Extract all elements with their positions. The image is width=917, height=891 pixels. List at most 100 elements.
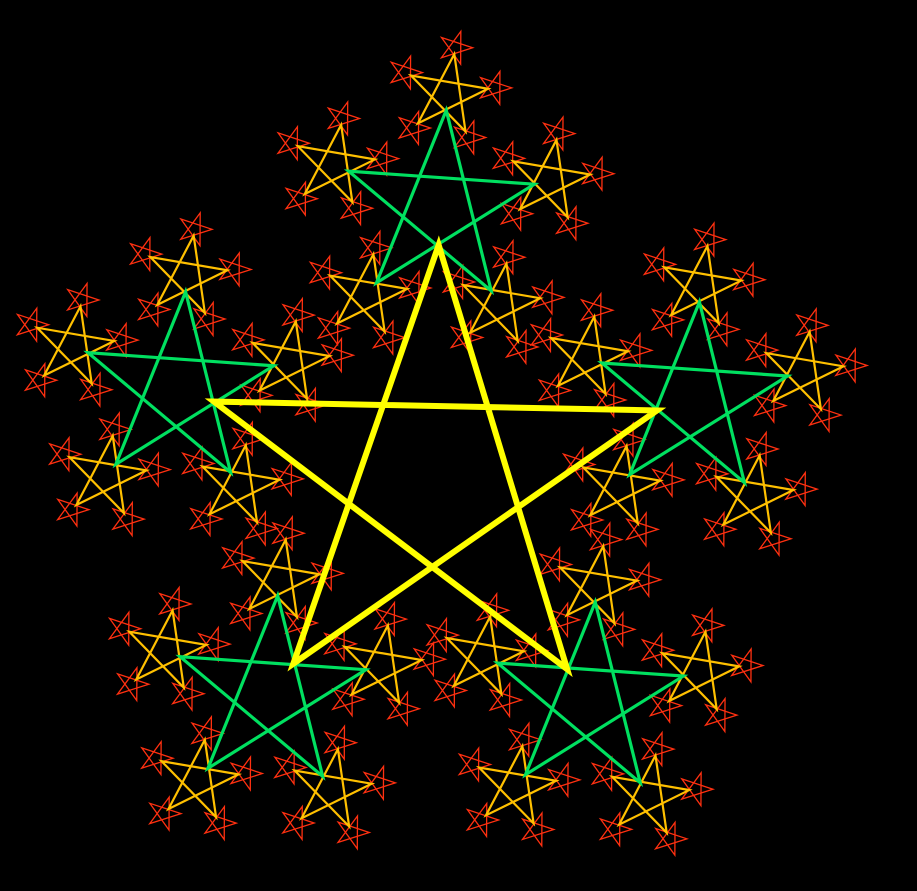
level-3-star <box>538 545 574 583</box>
level-3-star <box>386 690 422 728</box>
level-3-star <box>281 804 317 842</box>
level-3-star <box>362 764 398 802</box>
level-2-star <box>158 736 243 821</box>
level-2-star <box>475 742 560 827</box>
level-3-star <box>389 54 425 91</box>
level-3-star <box>371 319 407 356</box>
level-3-star <box>111 500 147 538</box>
level-3-star <box>702 510 738 548</box>
level-2-star <box>763 328 847 413</box>
level-3-star <box>326 99 362 137</box>
level-3-star <box>339 189 375 227</box>
level-1-star <box>83 286 279 477</box>
level-2-star <box>556 542 641 627</box>
level-3-star <box>491 238 527 276</box>
level-2-star <box>147 232 231 317</box>
level-3-star <box>331 680 367 718</box>
level-3-star <box>323 724 359 762</box>
level-3-star <box>618 331 654 369</box>
level-2-star <box>459 260 544 345</box>
level-3-star <box>439 29 475 67</box>
level-3-star <box>433 672 469 709</box>
level-3-star <box>627 561 663 599</box>
level-3-star <box>98 410 134 448</box>
level-3-star <box>624 510 661 548</box>
level-3-star <box>729 647 766 684</box>
level-2-star <box>34 302 118 387</box>
level-3-star <box>590 755 626 793</box>
level-3-star <box>546 761 582 799</box>
level-3-star <box>752 387 788 424</box>
level-2-star <box>443 613 528 698</box>
level-3-star <box>244 509 280 547</box>
level-3-star <box>271 514 307 552</box>
level-1-star <box>492 596 689 788</box>
level-2-star <box>199 441 284 526</box>
level-3-star <box>230 321 267 359</box>
level-3-star <box>731 261 768 299</box>
level-3-star <box>569 501 605 539</box>
level-3-star <box>358 229 394 267</box>
level-3-star <box>104 321 141 359</box>
level-3-star <box>642 245 678 283</box>
level-3-star <box>218 250 254 288</box>
star-layers <box>15 29 870 858</box>
level-0-star <box>204 235 667 678</box>
level-2-star <box>291 745 376 830</box>
level-0-stars <box>204 235 667 678</box>
level-3-star <box>203 804 239 842</box>
level-3-star <box>231 420 267 458</box>
level-3-star <box>579 291 615 329</box>
level-3-star <box>541 115 577 152</box>
level-3-star <box>601 610 637 648</box>
level-3-star <box>784 470 820 508</box>
level-3-star <box>179 210 215 248</box>
level-3-star <box>478 69 514 107</box>
level-3-star <box>15 306 51 344</box>
level-3-star <box>537 372 573 409</box>
level-3-star <box>197 625 233 663</box>
level-3-star <box>679 770 716 808</box>
level-3-star <box>320 336 356 374</box>
level-3-star <box>598 810 634 848</box>
level-2-star <box>509 136 594 221</box>
level-3-star <box>580 155 617 193</box>
level-3-star <box>694 455 730 493</box>
level-3-star <box>270 460 306 498</box>
level-3-star <box>47 435 83 473</box>
level-3-star <box>452 119 488 156</box>
level-3-star <box>507 721 543 759</box>
level-3-star <box>650 301 686 339</box>
level-3-star <box>139 739 176 777</box>
level-2-star <box>294 121 379 206</box>
level-3-star <box>308 254 344 292</box>
level-3-star <box>189 500 225 538</box>
level-2-star <box>126 606 210 691</box>
level-3-star <box>808 396 844 434</box>
level-3-star <box>55 491 92 529</box>
level-2-star <box>239 536 323 621</box>
level-3-star <box>276 124 312 162</box>
level-2-star <box>658 628 743 713</box>
level-3-star <box>137 451 173 488</box>
level-3-star <box>336 813 372 851</box>
level-3-star <box>136 291 172 328</box>
level-1-star <box>343 105 540 296</box>
level-3-star <box>758 520 794 558</box>
level-3-star <box>640 631 676 669</box>
level-2-star <box>326 250 411 335</box>
level-3-star <box>23 361 59 399</box>
level-3-star <box>316 309 352 347</box>
level-3-star <box>457 746 493 783</box>
level-3-star <box>412 640 448 678</box>
level-3-star <box>499 195 535 233</box>
level-1-stars <box>83 105 793 788</box>
level-2-star <box>660 242 745 327</box>
level-3-stars <box>15 29 870 858</box>
level-3-star <box>170 675 207 713</box>
level-2-star <box>66 432 150 517</box>
level-3-star <box>504 328 540 366</box>
level-3-star <box>107 610 143 648</box>
